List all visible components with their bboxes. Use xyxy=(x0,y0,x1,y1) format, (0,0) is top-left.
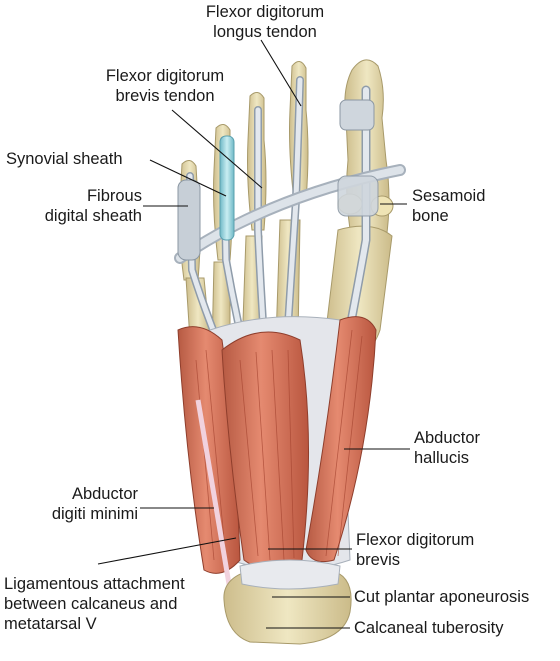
label-abductor-hallucis: Abductor hallucis xyxy=(414,429,481,467)
digital-sheaths xyxy=(177,99,379,261)
label-flexor-digitorum-longus-tendon: Flexor digitorum longus tendon xyxy=(205,3,325,41)
calcaneus xyxy=(223,559,352,645)
label-ligamentous-attachment: Ligamentous attachment between calcaneus… xyxy=(4,575,185,633)
label-flexor-digitorum-brevis: Flexor digitorum brevis xyxy=(356,531,475,569)
label-flexor-digitorum-brevis-tendon: Flexor digitorum brevis tendon xyxy=(105,67,225,105)
leader-lines xyxy=(97,39,410,629)
label-cut-plantar-aponeurosis: Cut plantar aponeurosis xyxy=(354,588,530,606)
plantar-muscles xyxy=(177,316,377,591)
label-abductor-digiti-minimi: Abductor digiti minimi xyxy=(51,485,138,523)
label-fibrous-digital-sheath: Fibrous digital sheath xyxy=(44,187,142,225)
label-sesamoid-bone: Sesamoid bone xyxy=(412,187,486,225)
label-synovial-sheath: Synovial sheath xyxy=(6,150,123,168)
label-calcaneal-tuberosity: Calcaneal tuberosity xyxy=(354,619,504,637)
